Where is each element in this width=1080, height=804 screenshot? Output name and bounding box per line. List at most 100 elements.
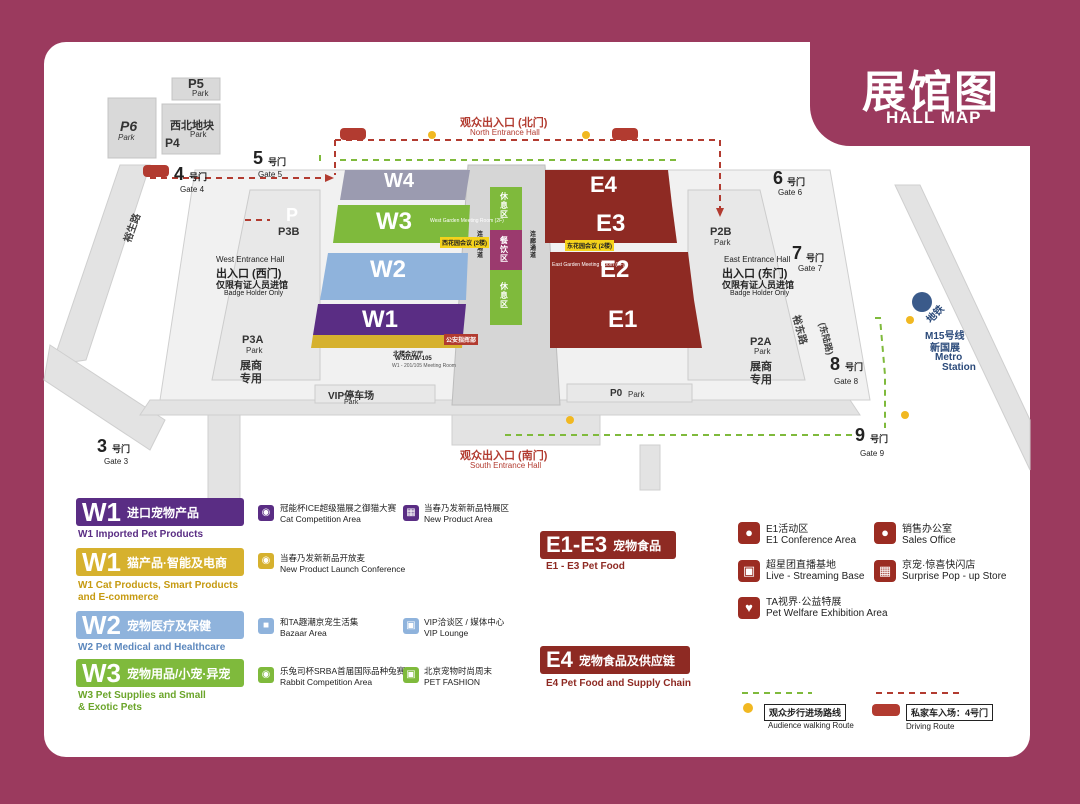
gate-6-en: Gate 6 [778,188,803,197]
car-icon [612,128,638,140]
park-p5-block [171,77,221,101]
park-p5-label: P5 [188,76,204,91]
dining-area [490,230,522,270]
pedestrian-icon [566,416,574,424]
new-product-icon: ▦ [403,505,419,521]
park-nw-block [161,103,221,155]
south-entrance-en: South Entrance Hall [470,461,542,470]
header-tab [810,42,1040,146]
hall-w3 [333,205,470,243]
hall-w3-label: W3 [376,208,412,235]
park-nw-label: 西北地块 [170,120,214,132]
metro-cn3: 新国展 [930,343,960,354]
gate-7-cn: 号门 [806,253,825,263]
launch-icon: ◉ [258,553,274,569]
gate-8-number: 8 [830,354,841,374]
lot-p0 [566,383,693,403]
fac-popup-cn: 京宠·惊喜快闪店 [902,560,976,571]
legend-e1e3-en: E1 - E3 Pet Food [546,561,625,572]
fac-live-cn: 超星团直播基地 [766,560,836,571]
park-p2b-label: P2B [710,226,732,238]
rabbit-icon: ◉ [258,667,274,683]
gate-9-en: Gate 9 [860,449,885,458]
legend-w1-cat-en2: and E-commerce [78,592,159,603]
rest-area-2 [490,270,522,325]
legend-e4-badge: E4 宠物食品及供应链 [540,646,690,674]
legend-e4-code: E4 [546,647,573,672]
east-entrance-badge: Badge Holder Only [730,290,790,297]
park-p6-block [107,97,157,159]
fac-newprod-en: New Product Area [424,514,493,524]
park-p4-label: P4 [165,136,180,150]
sales-office-icon: ● [874,522,896,544]
fac-bazaar-cn: 和TA趣潮京宠生活集 [280,617,359,627]
legend-e1e3-badge: E1-E3 宠物食品 [540,531,676,559]
east-entrance-en: East Entrance Hall [724,255,791,264]
legend-w1-cat-badge: W1 猫产品·智能及电商 [76,547,244,577]
fac-launch-en: New Product Launch Conference [280,564,406,574]
hall-w1 [313,304,466,335]
legend-e1e3-cn: 宠物食品 [613,538,662,553]
fac-e1conf-en: E1 Conference Area [766,535,857,546]
east-entrance-cn: 出入口 (东门) [722,268,788,280]
gate-3-en: Gate 3 [104,457,129,466]
park-p6-label: P6 [120,118,138,134]
park-vip-sub: Park [344,399,359,406]
west-entrance-cn: 出入口 (西门) [216,268,282,280]
w1-meeting-cn: 北楼会议厅 [393,352,424,358]
hall-w1-cat [311,335,463,348]
east-road [894,184,1031,471]
gate-6-cn: 号门 [787,177,806,187]
metro-cn2: M15号线 [925,331,965,342]
hall-e4 [545,170,672,205]
metro-en2: Station [942,362,976,373]
pet-fashion-icon: ▣ [403,667,419,683]
legend-drive-en: Driving Route [906,722,955,731]
pedestrian-icon [428,131,436,139]
fac-sales-cn: 销售办公室 [902,524,952,535]
pedestrian-icon [901,411,909,419]
west-entrance-badge: Badge Holder Only [224,290,284,297]
legend-w2-badge: W2 宠物医疗及保健 [76,610,244,640]
gate-9-number: 9 [855,425,866,445]
north-entrance-cn: 观众出入口 (北门) [460,117,548,129]
park-p0-sub: Park [628,390,645,399]
gate-4-en: Gate 4 [180,185,205,194]
park-vip-label: VIP停车场 [328,391,375,402]
park-p0-label: P0 [610,388,623,399]
legend-w3-code: W3 [82,657,121,688]
w1-meeting-note: W1 - 201/105 Meeting Room [392,363,456,369]
west-entrance-en: West Entrance Hall [216,255,285,264]
legend-w3-en2: & Exotic Pets [78,702,142,713]
drive-arrow-2 [716,208,724,217]
gate-6-number: 6 [773,168,784,188]
hall-w2 [320,253,468,300]
gate-7-en: Gate 7 [798,264,823,273]
w1-meeting-sub: W-201/W-105 [395,356,432,362]
hall-e2 [550,252,694,300]
park-p-label: P [286,205,299,225]
gate-5-number: 5 [253,148,264,168]
park-p2a-sub: Park [754,347,771,356]
gate-3-cn: 号门 [112,444,131,454]
park-p3a-cn1: 展商 [240,360,262,372]
park-nw-sub: Park [190,130,207,139]
fac-rabbit-en: Rabbit Competition Area [280,677,373,687]
legend-e1e3-code: E1-E3 [546,532,608,557]
hall-e3-label: E3 [596,210,626,237]
hall-e3 [545,205,677,243]
fac-fashion-cn: 北京宠物时尚周末 [424,666,493,676]
fac-live-en: Live - Streaming Base [766,571,865,582]
live-streaming-icon: ▣ [738,560,760,582]
fac-bazaar-en: Bazaar Area [280,628,327,638]
west-road [51,164,151,366]
legend-w2-cn: 宠物医疗及保健 [127,618,212,633]
sw-road [43,344,166,451]
security-hq-tag: 公安指挥部 [444,334,479,345]
hall-e1 [550,300,702,348]
legend-e4-cn: 宠物食品及供应链 [578,653,675,668]
legend-w3-en: W3 Pet Supplies and Small [78,690,206,701]
legend-w1-cn: 进口宠物产品 [127,505,200,520]
lot-p3a [211,189,321,381]
